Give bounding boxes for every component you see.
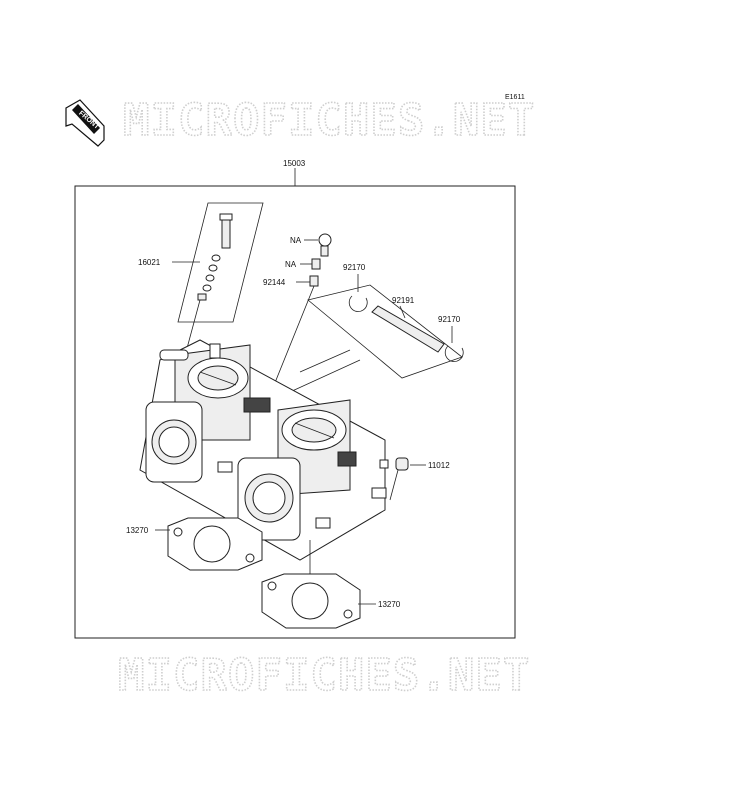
part-13270-gasket-b: 13270 [261,540,401,629]
front-arrow-icon: FRONT [65,99,105,147]
label-16021: 16021 [138,258,161,267]
part-11012: 11012 [389,457,450,501]
part-13270-gasket-a: 13270 [126,517,263,571]
label-13270-a: 13270 [126,526,149,535]
throttle-body [139,339,389,561]
watermark-bottom: MICROFICHES.NET [118,650,530,701]
part-16021-kit: 16021 [138,202,264,353]
part-screws: NA NA 92144 [263,233,332,401]
part-shaft-group: 92170 92191 92170 [289,263,464,393]
label-92170-a: 92170 [343,263,366,272]
label-92170-b: 92170 [438,315,461,324]
label-na-2: NA [285,260,297,269]
label-11012: 11012 [428,461,450,470]
label-92144: 92144 [263,278,286,287]
label-na-1: NA [290,236,302,245]
label-13270-b: 13270 [378,600,401,609]
label-15003: 15003 [283,159,306,168]
watermark-top: MICROFICHES.NET [123,95,535,146]
ref-code: E1611 [505,94,525,101]
label-92191: 92191 [392,296,415,305]
